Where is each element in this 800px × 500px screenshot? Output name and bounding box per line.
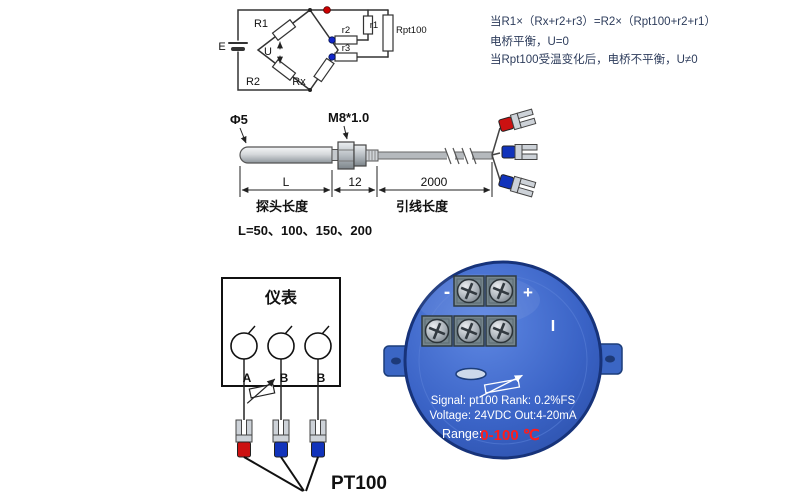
dim-L-label: L	[283, 175, 290, 189]
note-line-2: 电桥平衡，U=0	[490, 35, 569, 48]
red-junction-dot	[323, 6, 331, 14]
node-dot	[308, 8, 312, 12]
screw-terminal	[484, 314, 518, 348]
resistor-R1	[271, 18, 297, 42]
dim-2000-label: 2000	[421, 175, 448, 189]
fork-terminal-blue	[497, 172, 537, 198]
lead-wire	[491, 154, 501, 181]
bridge-e-label: E	[218, 41, 225, 53]
fork-terminal-red	[497, 108, 537, 134]
note-line-3: 当Rpt100受温变化后，电桥不平衡，U≠0	[490, 52, 698, 66]
dim-12-label: 12	[348, 175, 362, 189]
rtd-symbol	[246, 378, 276, 404]
fork-terminal-blue	[501, 144, 538, 160]
cable-break-mark	[461, 147, 477, 165]
note-line-1: 当R1×（Rx+r2+r3）=R2×（Rpt100+r2+r1）	[490, 14, 716, 28]
lead-cable	[377, 151, 493, 160]
sensor-wire	[280, 456, 305, 492]
bridge-r1-small-label: r1	[370, 20, 378, 31]
resistor-R2	[271, 58, 297, 82]
probe-drawing: Φ5 M8*1.0	[230, 108, 538, 238]
probe-collar	[331, 149, 339, 161]
oval-slot	[455, 367, 487, 381]
plus-label: +	[523, 283, 533, 302]
sensor-wire	[305, 456, 319, 492]
node-dot	[308, 88, 312, 92]
bridge-r2-small-label: r2	[342, 25, 350, 36]
bridge-R2-label: R2	[246, 76, 260, 88]
cable-break-mark	[444, 147, 460, 165]
dimension-lines	[239, 162, 493, 197]
instrument-title: 仪表	[264, 288, 298, 307]
sensor-wire	[243, 456, 304, 492]
terminal-b2-label: B	[317, 371, 326, 385]
minus-label: -	[444, 282, 450, 303]
bridge-U-label: U	[264, 46, 272, 58]
bridge-rpt100-label: Rpt100	[396, 25, 427, 36]
fork-terminal-red	[235, 419, 253, 458]
ear-hole-left	[391, 357, 401, 365]
screw-terminal	[420, 314, 454, 348]
probe-length-options: L=50、100、150、200	[238, 223, 372, 238]
bridge-r3-small-label: r3	[342, 43, 350, 54]
probe-diameter-label: Φ5	[230, 112, 248, 127]
hex-nut-small	[353, 144, 367, 167]
rtd-symbol-white	[479, 374, 523, 398]
fork-terminal-blue	[272, 419, 290, 458]
blue-junction-dot	[328, 53, 336, 61]
resistor-Rx	[313, 57, 335, 83]
terminal-a-label: A	[243, 371, 252, 385]
bridge-notes: 当R1×（Rx+r2+r3）=R2×（Rpt100+r2+r1） 电桥平衡，U=…	[490, 14, 716, 66]
lead-wire	[491, 152, 501, 156]
terminal-circle-a	[230, 332, 258, 360]
range-label: Range:	[442, 427, 482, 441]
lead-length-label: 引线长度	[396, 199, 449, 214]
bridge-circuit: E R1 R2 Rx U r1 r2 r3 Rpt100	[218, 6, 427, 92]
diameter-leader-arrow	[239, 127, 247, 144]
pt100-label: PT100	[331, 473, 387, 494]
blue-junction-dot	[328, 36, 336, 44]
terminal-tail	[247, 325, 256, 335]
terminal-tail	[284, 325, 293, 335]
fork-terminal-blue	[309, 419, 327, 458]
screw-terminal	[452, 274, 486, 308]
bridge-Rx-label: Rx	[292, 76, 306, 88]
screw-terminal	[452, 314, 486, 348]
resistor-r1	[362, 15, 374, 35]
spec-line-1: Signal: pt100 Rank: 0.2%FS	[431, 395, 576, 407]
resistor-r3	[334, 52, 358, 62]
transmitter-module: - + I Signal: pt100 Rank: 0.2%FS Voltage…	[383, 260, 623, 460]
lead-wire	[491, 127, 501, 156]
range-value: 0-100 ℃	[480, 427, 540, 444]
probe-thread-label: M8*1.0	[328, 110, 369, 125]
screw-terminal	[484, 274, 518, 308]
probe-length-label: 探头长度	[256, 199, 309, 214]
spec-line-2: Voltage: 24VDC Out:4-20mA	[429, 410, 576, 422]
terminal-circle-b1	[267, 332, 295, 360]
instrument-diagram: 仪表 A B B PT100	[221, 277, 387, 494]
terminal-b1-label: B	[280, 371, 289, 385]
ear-hole-right	[605, 355, 615, 363]
terminal-circle-b2	[304, 332, 332, 360]
terminal-tail	[321, 325, 330, 335]
transmitter-disc	[403, 260, 603, 460]
probe-rod	[239, 146, 333, 164]
resistor-rpt100	[382, 14, 394, 52]
bridge-R1-label: R1	[254, 18, 268, 30]
hex-nut-large	[337, 141, 355, 170]
thread-leader-arrow	[342, 125, 349, 140]
molding-mark: I	[551, 318, 555, 335]
battery-rail	[237, 9, 311, 91]
